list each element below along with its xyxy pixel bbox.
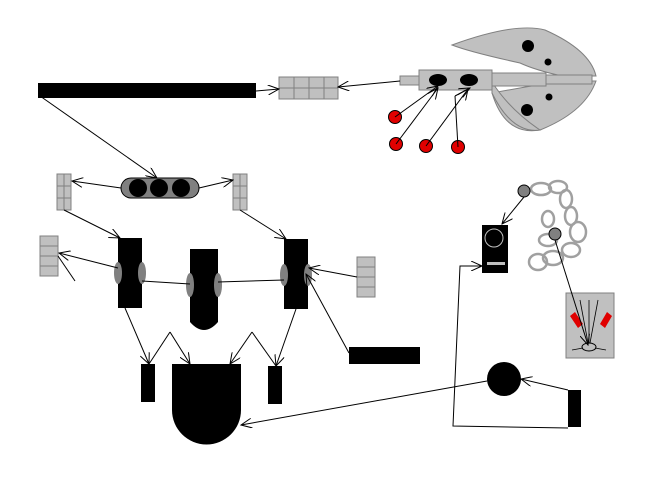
cylinder-block-center <box>186 249 222 330</box>
grid-stack-left <box>39 235 59 277</box>
chain-coil <box>527 179 588 272</box>
dome-chamber <box>172 364 241 445</box>
small-grid-block-left <box>56 173 72 211</box>
gray-dot-lower <box>548 227 562 241</box>
black-disc <box>487 362 521 396</box>
gray-dot-upper <box>517 184 531 198</box>
gray-grid-connector-top <box>278 76 339 100</box>
black-slab <box>349 347 420 364</box>
grid-stack-right <box>356 256 376 298</box>
connector-lines <box>39 80 588 429</box>
camera-unit <box>482 225 508 273</box>
small-grid-block-right <box>232 173 248 211</box>
long-black-bar <box>38 83 256 98</box>
fan-blade-assembly <box>399 27 597 132</box>
triple-circle-panel <box>120 177 200 199</box>
black-post <box>568 390 581 427</box>
cylinder-block-right <box>280 239 312 309</box>
red-marker-box <box>565 292 615 359</box>
red-indicator-dots <box>388 110 465 154</box>
small-post-left <box>141 364 155 402</box>
small-post-right <box>268 366 282 404</box>
cylinder-block-left <box>114 238 146 308</box>
